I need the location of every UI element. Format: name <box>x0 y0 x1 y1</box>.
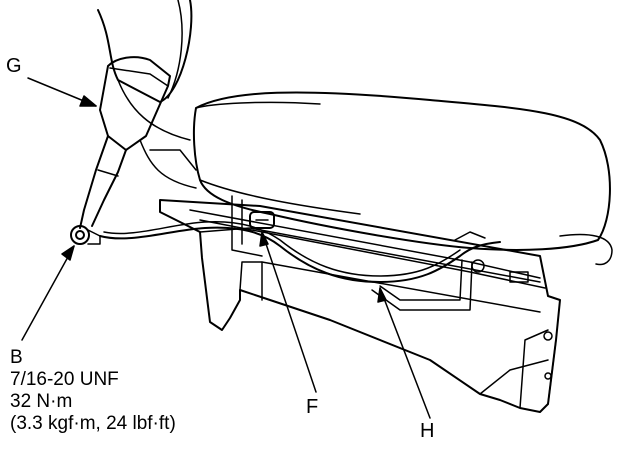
buckle-assembly <box>70 56 171 245</box>
torque-alt: (3.3 kgf·m, 24 lbf·ft) <box>10 413 176 434</box>
seat-frame <box>159 199 561 413</box>
torque-nm: 32 N·m <box>10 391 73 412</box>
bracket-h <box>379 259 463 301</box>
bolt-spec: B 7/16-20 UNF 32 N·m (3.3 kgf·m, 24 lbf·… <box>10 347 176 435</box>
thread-spec: 7/16-20 UNF <box>10 369 119 390</box>
seat-back <box>97 0 193 103</box>
leader-g <box>27 77 97 107</box>
callout-b: B <box>10 347 23 368</box>
leader-f <box>259 231 317 393</box>
seat-cushion <box>192 91 611 251</box>
callout-f: F <box>306 396 319 418</box>
clip-f <box>231 195 275 257</box>
leader-h <box>377 287 431 419</box>
side-trim <box>139 139 197 189</box>
leader-b <box>21 245 75 341</box>
wire-harness <box>99 226 501 283</box>
callout-g: G <box>6 55 22 77</box>
callout-h: H <box>420 420 435 442</box>
